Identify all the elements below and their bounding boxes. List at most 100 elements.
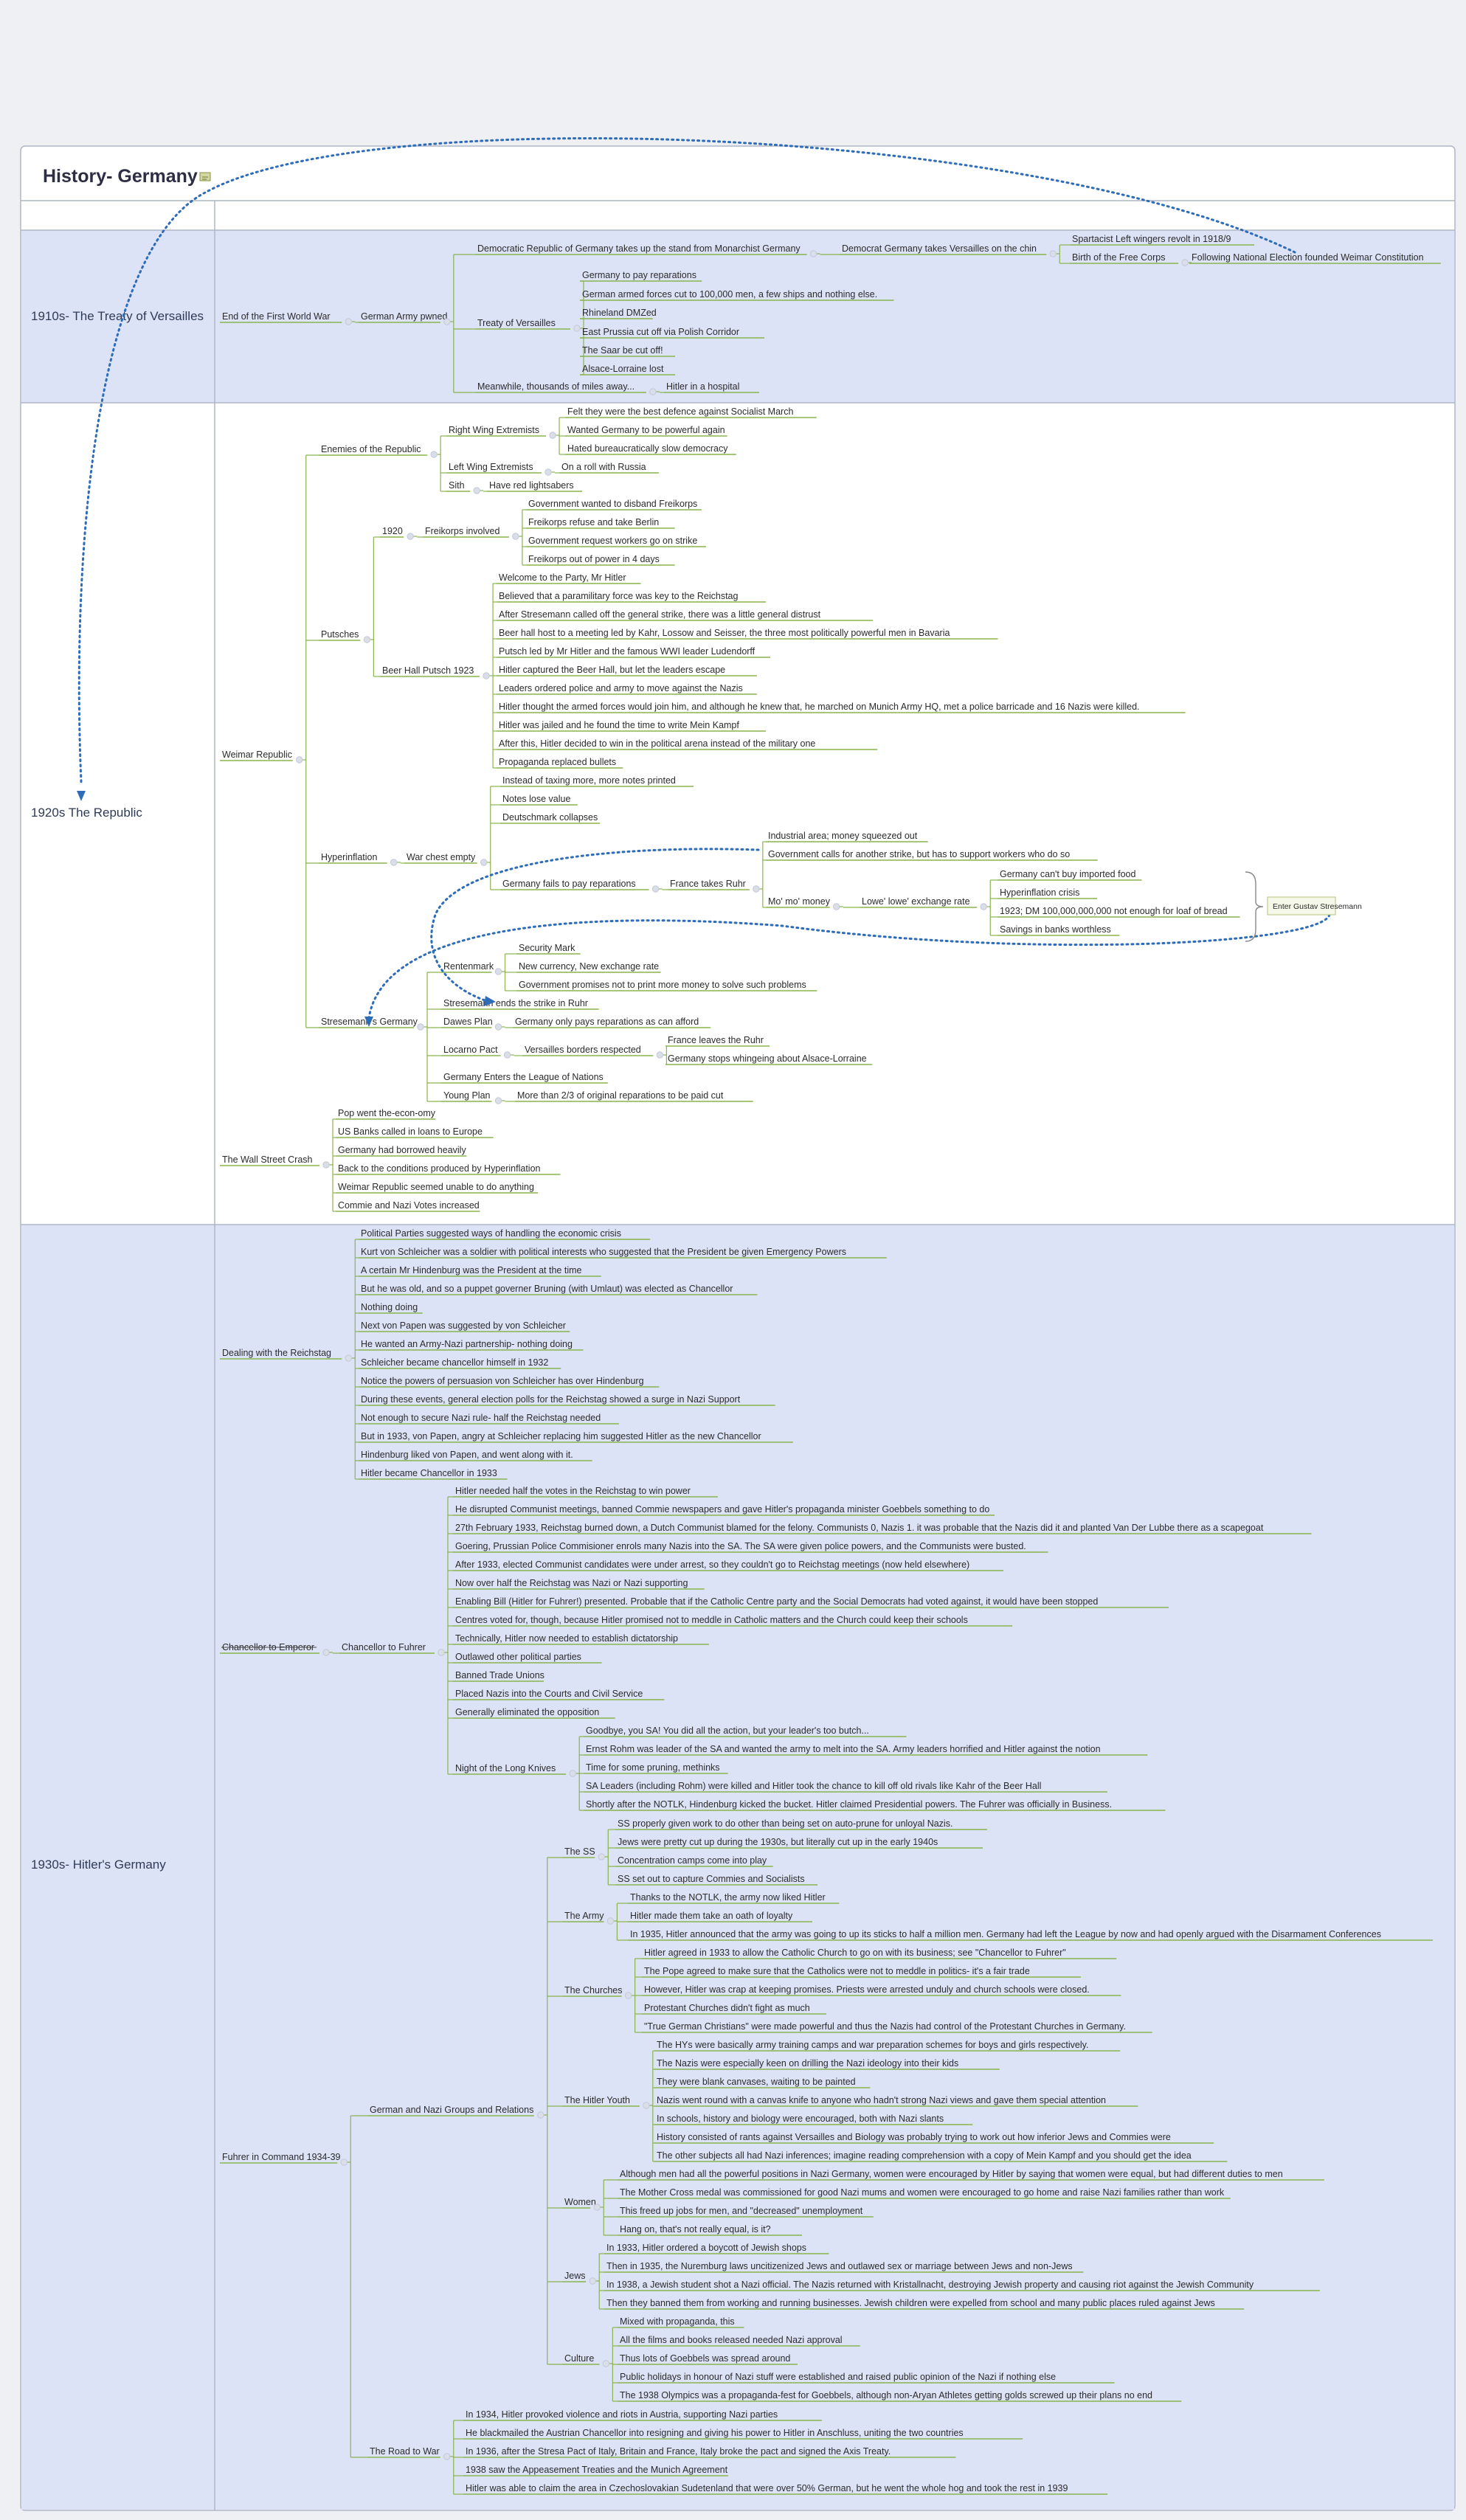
topic-jews[interactable]: Jews xyxy=(562,2271,596,2285)
topic-deutschmark-collapses[interactable]: Deutschmark collapses xyxy=(500,812,601,824)
topic-germany-enters-the-league-of-nations[interactable]: Germany Enters the League of Nations xyxy=(441,1072,608,1084)
collapse-ring-icon[interactable] xyxy=(573,325,581,332)
topic-true-german-christians-were-made-pow[interactable]: "True German Christians" were made power… xyxy=(642,2021,1152,2033)
collapse-ring-icon[interactable] xyxy=(494,1097,502,1104)
topic-hitler-was-jailed-and-he-found-the-t[interactable]: Hitler was jailed and he found the time … xyxy=(497,720,766,732)
topic-hitler-became-chancellor-in-1933[interactable]: Hitler became Chancellor in 1933 xyxy=(359,1468,508,1480)
topic-next-von-papen-was-suggested-by-von-[interactable]: Next von Papen was suggested by von Schl… xyxy=(359,1320,570,1332)
topic-germany-to-pay-reparations[interactable]: Germany to pay reparations xyxy=(580,270,702,282)
topic-war-chest-empty[interactable]: War chest empty xyxy=(404,852,488,866)
topic-ernst-rohm-was-leader-of-the-sa-and-[interactable]: Ernst Rohm was leader of the SA and want… xyxy=(584,1744,1148,1756)
collapse-ring-icon[interactable] xyxy=(438,1649,445,1656)
topic-germany-had-borrowed-heavily[interactable]: Germany had borrowed heavily xyxy=(336,1145,466,1157)
collapse-ring-icon[interactable] xyxy=(980,903,987,910)
topic-hitler-captured-the-beer-hall-but-le[interactable]: Hitler captured the Beer Hall, but let t… xyxy=(497,665,757,676)
topic-rentenmark[interactable]: Rentenmark xyxy=(441,961,502,975)
topic-but-in-1933-von-papen-angry-at-schle[interactable]: But in 1933, von Papen, angry at Schleic… xyxy=(359,1431,793,1443)
topic-the-1938-olympics-was-a-propaganda-f[interactable]: The 1938 Olympics was a propaganda-fest … xyxy=(618,2390,1182,2402)
topic-centres-voted-for-though-because-hit[interactable]: Centres voted for, though, because Hitle… xyxy=(453,1615,1013,1627)
topic-hindenburg-liked-von-papen-and-went-[interactable]: Hindenburg liked von Papen, and went alo… xyxy=(359,1450,592,1461)
topic-following-national-election-founded-[interactable]: Following National Election founded Weim… xyxy=(1189,252,1441,264)
topic-1923-dm-100-000-000-000-not-enough-f[interactable]: 1923; DM 100,000,000,000 not enough for … xyxy=(997,906,1240,918)
topic-they-were-blank-canvases-waiting-to-[interactable]: They were blank canvases, waiting to be … xyxy=(654,2077,871,2088)
topic-the-hys-were-basically-army-training[interactable]: The HYs were basically army training cam… xyxy=(654,2040,1121,2052)
topic-the-hitler-youth[interactable]: The Hitler Youth xyxy=(562,2095,650,2109)
topic-democrat-germany-takes-versailles-on[interactable]: Democrat Germany takes Versailles on the… xyxy=(840,243,1057,257)
topic-in-1938-a-jewish-student-shot-a-nazi[interactable]: In 1938, a Jewish student shot a Nazi of… xyxy=(604,2280,1320,2291)
collapse-ring-icon[interactable] xyxy=(390,859,398,866)
collapse-ring-icon[interactable] xyxy=(443,2453,451,2460)
collapse-ring-icon[interactable] xyxy=(598,1853,605,1860)
topic-although-men-had-all-the-powerful-po[interactable]: Although men had all the powerful positi… xyxy=(618,2169,1324,2181)
collapse-ring-icon[interactable] xyxy=(494,968,502,975)
topic-democratic-republic-of-germany-takes[interactable]: Democratic Republic of Germany takes up … xyxy=(475,243,817,257)
topic-in-1934-hitler-provoked-violence-and[interactable]: In 1934, Hitler provoked violence and ri… xyxy=(463,2409,822,2421)
collapse-ring-icon[interactable] xyxy=(809,250,817,257)
topic-the-churches[interactable]: The Churches xyxy=(562,1985,632,1999)
topic-ss-set-out-to-capture-commies-and-so[interactable]: SS set out to capture Commies and Social… xyxy=(615,1874,818,1886)
topic-instead-of-taxing-more-more-notes-pr[interactable]: Instead of taxing more, more notes print… xyxy=(500,775,694,787)
topic-nazis-went-round-with-a-canvas-knife[interactable]: Nazis went round with a canvas knife to … xyxy=(654,2095,1138,2107)
topic-germany-stops-whingeing-about-alsace[interactable]: Germany stops whingeing about Alsace-Lor… xyxy=(665,1053,873,1065)
topic-shortly-after-the-notlk-hindenburg-k[interactable]: Shortly after the NOTLK, Hindenburg kick… xyxy=(584,1799,1166,1811)
topic-leaders-ordered-police-and-army-to-m[interactable]: Leaders ordered police and army to move … xyxy=(497,683,757,695)
topic-time-for-some-pruning-methinks[interactable]: Time for some pruning, methinks xyxy=(584,1762,728,1774)
topic-beer-hall-host-to-a-meeting-led-by-k[interactable]: Beer hall host to a meeting led by Kahr,… xyxy=(497,628,998,640)
topic-the-pope-agreed-to-make-sure-that-th[interactable]: The Pope agreed to make sure that the Ca… xyxy=(642,1966,1081,1978)
topic-france-takes-ruhr[interactable]: France takes Ruhr xyxy=(668,879,760,893)
topic-in-schools-history-and-biology-were-[interactable]: In schools, history and biology were enc… xyxy=(654,2114,973,2125)
collapse-ring-icon[interactable] xyxy=(651,885,660,893)
topic-the-army[interactable]: The Army xyxy=(562,1911,615,1925)
topic-sa-leaders-including-rohm-were-kille[interactable]: SA Leaders (including Rohm) were killed … xyxy=(584,1781,1107,1793)
topic-lowe-lowe-exchange-rate[interactable]: Lowe' lowe' exchange rate xyxy=(860,896,987,910)
topic-freikorps-refuse-and-take-berlin[interactable]: Freikorps refuse and take Berlin xyxy=(526,517,675,529)
topic-thanks-to-the-notlk-the-army-now-lik[interactable]: Thanks to the NOTLK, the army now liked … xyxy=(628,1892,840,1904)
topic-germany-fails-to-pay-reparations[interactable]: Germany fails to pay reparations xyxy=(500,879,660,893)
collapse-ring-icon[interactable] xyxy=(417,1023,424,1031)
topic-however-hitler-was-crap-at-keeping-p[interactable]: However, Hitler was crap at keeping prom… xyxy=(642,1984,1121,1996)
topic-government-request-workers-go-on-str[interactable]: Government request workers go on strike xyxy=(526,536,706,547)
topic-security-mark[interactable]: Security Mark xyxy=(516,943,581,955)
topic-treaty-of-versailles[interactable]: Treaty of Versailles xyxy=(475,318,581,332)
era-1930s-label[interactable]: 1930s- Hitler's Germany xyxy=(31,1858,166,1872)
topic-hitler-agreed-in-1933-to-allow-the-c[interactable]: Hitler agreed in 1933 to allow the Catho… xyxy=(642,1948,1117,1959)
topic-have-red-lightsabers[interactable]: Have red lightsabers xyxy=(487,480,582,492)
topic-the-other-subjects-all-had-nazi-infe[interactable]: The other subjects all had Nazi inferenc… xyxy=(654,2150,1228,2162)
collapse-ring-icon[interactable] xyxy=(430,451,438,458)
topic-during-these-events-general-election[interactable]: During these events, general election po… xyxy=(359,1394,775,1406)
topic-on-a-roll-with-russia[interactable]: On a roll with Russia xyxy=(559,462,660,474)
collapse-ring-icon[interactable] xyxy=(656,1051,664,1059)
topic-thus-lots-of-goebbels-was-spread-aro[interactable]: Thus lots of Goebbels was spread around xyxy=(618,2353,798,2365)
topic-culture[interactable]: Culture xyxy=(562,2353,610,2367)
topic-us-banks-called-in-loans-to-europe[interactable]: US Banks called in loans to Europe xyxy=(336,1126,494,1138)
topic-meanwhile-thousands-of-miles-away[interactable]: Meanwhile, thousands of miles away... xyxy=(475,381,657,395)
topic-hitler-needed-half-the-votes-in-the-[interactable]: Hitler needed half the votes in the Reic… xyxy=(453,1486,718,1498)
topic-hitler-made-them-take-an-oath-of-loy[interactable]: Hitler made them take an oath of loyalty xyxy=(628,1911,812,1922)
topic-welcome-to-the-party-mr-hitler[interactable]: Welcome to the Party, Mr Hitler xyxy=(497,572,641,584)
topic-women[interactable]: Women xyxy=(562,2197,601,2211)
topic-public-holidays-in-honour-of-nazi-st[interactable]: Public holidays in honour of Nazi stuff … xyxy=(618,2372,1115,2384)
topic-german-and-nazi-groups-and-relations[interactable]: German and Nazi Groups and Relations xyxy=(367,2105,544,2119)
topic-end-of-the-first-world-war[interactable]: End of the First World War xyxy=(220,311,352,325)
topic-then-they-banned-them-from-working-a[interactable]: Then they banned them from working and r… xyxy=(604,2298,1245,2310)
collapse-ring-icon[interactable] xyxy=(407,533,414,540)
topic-wanted-germany-to-be-powerful-again[interactable]: Wanted Germany to be powerful again xyxy=(565,425,727,437)
topic-1938-saw-the-appeasement-treaties-an[interactable]: 1938 saw the Appeasement Treaties and th… xyxy=(463,2465,728,2476)
topic-commie-and-nazi-votes-increased[interactable]: Commie and Nazi Votes increased xyxy=(336,1200,480,1212)
topic-the-road-to-war[interactable]: The Road to War xyxy=(367,2446,451,2460)
topic-goodbye-you-sa-you-did-all-the-actio[interactable]: Goodbye, you SA! You did all the action,… xyxy=(584,1725,907,1737)
topic-right-wing-extremists[interactable]: Right Wing Extremists xyxy=(446,425,556,439)
collapse-ring-icon[interactable] xyxy=(832,903,840,910)
era-1910s-label[interactable]: 1910s- The Treaty of Versailles xyxy=(31,309,204,323)
topic-government-wanted-to-disband-freikor[interactable]: Government wanted to disband Freikorps xyxy=(526,499,702,510)
topic-generally-eliminated-the-opposition[interactable]: Generally eliminated the opposition xyxy=(453,1707,615,1719)
collapse-ring-icon[interactable] xyxy=(503,1051,511,1059)
topic-savings-in-banks-worthless[interactable]: Savings in banks worthless xyxy=(997,924,1120,936)
topic-germany-can-t-buy-imported-food[interactable]: Germany can't buy imported food xyxy=(997,869,1142,881)
topic-beer-hall-putsch-1923[interactable]: Beer Hall Putsch 1923 xyxy=(380,665,490,679)
topic-weimar-republic-seemed-unable-to-do-[interactable]: Weimar Republic seemed unable to do anyt… xyxy=(336,1182,539,1194)
topic-dawes-plan[interactable]: Dawes Plan xyxy=(441,1017,502,1031)
topic-night-of-the-long-knives[interactable]: Night of the Long Knives xyxy=(453,1763,576,1777)
topic-industrial-area-money-squeezed-out[interactable]: Industrial area; money squeezed out xyxy=(766,831,928,842)
topic-notes-lose-value[interactable]: Notes lose value xyxy=(500,794,578,806)
